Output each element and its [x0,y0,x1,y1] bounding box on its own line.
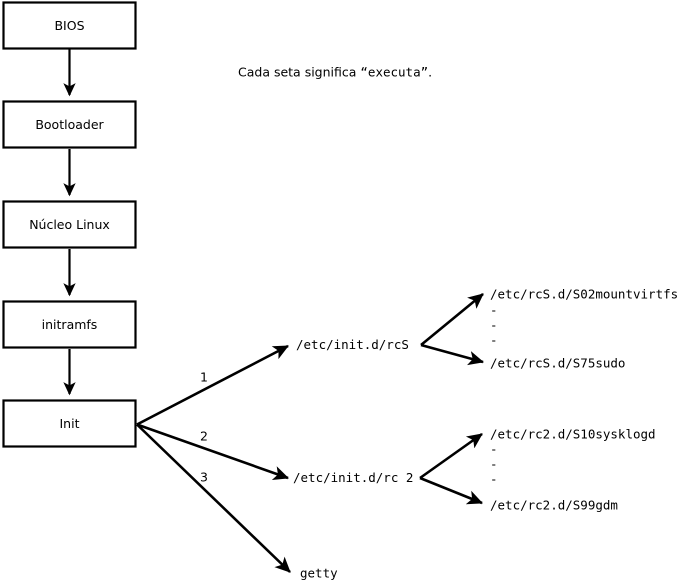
box-initramfs: initramfs [2,300,137,349]
box-bootloader-rect [2,100,137,149]
label-rcs-ellipsis-2: - [490,318,498,333]
arrow-rcs-to-first-script [420,292,484,347]
caption-quoted: “executa” [360,65,428,80]
arrow-rcs-to-last-script [420,343,485,366]
label-rcs-script-first: /etc/rcS.d/S02mountvirtfs [490,287,678,302]
branch-number-2: 2 [200,429,208,444]
label-rc2-ellipsis-3: - [490,472,498,487]
branch-number-3: 3 [200,470,208,485]
label-rc2-ellipsis-2: - [490,457,498,472]
diagram-caption: Cada seta significa “executa”. [238,65,432,80]
label-rcs-script-last: /etc/rcS.d/S75sudo [490,356,625,371]
label-rc2-target: /etc/init.d/rc 2 [293,470,413,485]
arrow-rc2-to-last-script [419,476,483,505]
branch-number-1: 1 [200,370,208,385]
box-bios: BIOS [2,1,137,50]
box-init-rect [2,399,137,448]
label-rc2-ellipsis-1: - [490,442,498,457]
label-rc2-script-first: /etc/rc2.d/S10sysklogd [490,427,656,442]
box-bios-rect [2,1,137,50]
arrow-rc2-to-first-script [419,432,483,480]
box-bios-label: BIOS [54,18,84,33]
box-init: Init [2,399,137,448]
arrow-init-to-rc2 [136,423,289,480]
label-getty-target: getty [300,566,338,581]
box-kernel-label: Núcleo Linux [29,217,110,232]
label-rcs-ellipsis-3: - [490,333,498,348]
label-rcs-ellipsis-1: - [490,303,498,318]
label-rcs-target: /etc/init.d/rcS [296,337,409,352]
caption-suffix: . [428,65,432,80]
box-bootloader: Bootloader [2,100,137,149]
box-initramfs-label: initramfs [42,317,98,332]
caption-prefix: Cada seta significa [238,65,360,80]
box-bootloader-label: Bootloader [35,117,104,132]
arrow-init-to-getty [136,423,291,573]
label-rc2-script-last: /etc/rc2.d/S99gdm [490,498,618,513]
box-kernel: Núcleo Linux [2,200,137,249]
box-initramfs-rect [2,300,137,349]
box-kernel-rect [2,200,137,249]
arrow-init-to-rcs [136,344,289,426]
box-init-label: Init [60,416,80,431]
